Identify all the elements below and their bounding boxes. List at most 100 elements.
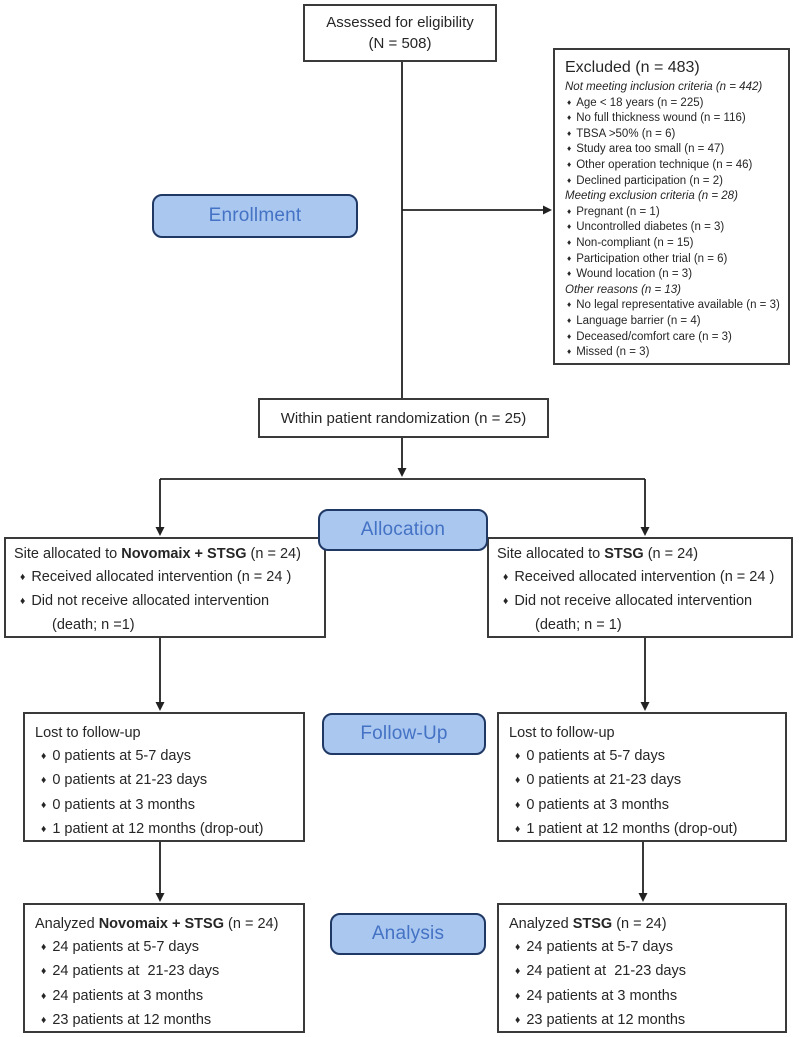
alloc-stsg-bullet-cont: (death; n = 1) — [535, 617, 622, 633]
analysis-novomaix-bullet: ♦23 patients at 12 months — [41, 1012, 212, 1028]
excluded-item: ♦No legal representative available (n = … — [567, 299, 780, 312]
randomization-box: Within patient randomization (n = 25) — [258, 398, 549, 438]
diamond-bullet-icon: ♦ — [41, 799, 47, 811]
excluded-subhead: Other reasons (n = 13) — [565, 283, 682, 296]
alloc-novomaix-bullet-cont: (death; n =1) — [52, 617, 135, 633]
diamond-bullet-icon: ♦ — [567, 347, 572, 357]
allocation-stage-badge: Allocation — [318, 509, 488, 551]
followup-novomaix-title: Lost to follow-up — [35, 725, 141, 741]
analysis-stsg-title: Analyzed STSG (n = 24) — [509, 916, 667, 932]
analysis-stsg-bullet: ♦24 patients at 5-7 days — [515, 938, 674, 955]
followup-novomaix-box: Lost to follow-up ♦0 patients at 5-7 day… — [23, 712, 305, 842]
diamond-bullet-icon: ♦ — [567, 315, 572, 325]
diamond-bullet-icon: ♦ — [567, 144, 572, 154]
excluded-item: ♦Uncontrolled diabetes (n = 3) — [567, 221, 725, 234]
assessed-box: Assessed for eligibility (N = 508) — [303, 4, 497, 62]
diamond-bullet-icon: ♦ — [515, 966, 521, 977]
analysis-novomaix-bullet: ♦24 patients at 5-7 days — [41, 938, 200, 955]
excluded-item: ♦Pregnant (n = 1) — [567, 205, 660, 218]
diamond-bullet-icon: ♦ — [567, 253, 572, 263]
followup-stsg-bullet: ♦0 patients at 3 months — [515, 796, 669, 813]
enrollment-stage-badge: Enrollment — [152, 194, 358, 238]
excluded-item: ♦Declined participation (n = 2) — [567, 174, 723, 187]
excluded-item: ♦Participation other trial (n = 6) — [567, 252, 728, 265]
followup-stsg-title: Lost to follow-up — [509, 725, 615, 741]
analysis-stage-badge: Analysis — [330, 913, 486, 955]
followup-novomaix-bullet: ♦0 patients at 5-7 days — [41, 747, 191, 764]
alloc-stsg-bullet: ♦Received allocated intervention (n = 24… — [503, 569, 775, 585]
diamond-bullet-icon: ♦ — [41, 1015, 47, 1026]
alloc-stsg-bullet: ♦Did not receive allocated intervention — [503, 593, 753, 609]
excluded-item: ♦Other operation technique (n = 46) — [567, 158, 753, 171]
analysis-stsg-bullet: ♦24 patients at 3 months — [515, 987, 678, 1004]
diamond-bullet-icon: ♦ — [41, 750, 47, 762]
followup-stsg-bullet: ♦1 patient at 12 months (drop-out) — [515, 821, 738, 837]
diamond-bullet-icon: ♦ — [515, 799, 521, 811]
excluded-item: ♦No full thickness wound (n = 116) — [567, 112, 746, 125]
diamond-bullet-icon: ♦ — [567, 237, 572, 247]
followup-badge-label: Follow-Up — [360, 723, 448, 744]
diamond-bullet-icon: ♦ — [567, 269, 572, 279]
followup-novomaix-bullet: ♦0 patients at 21-23 days — [41, 772, 208, 788]
diamond-bullet-icon: ♦ — [567, 113, 572, 123]
followup-stsg-bullet: ♦0 patients at 5-7 days — [515, 747, 665, 764]
diamond-bullet-icon: ♦ — [41, 966, 47, 977]
analysis-badge-label: Analysis — [371, 923, 445, 944]
assessed-line2: (N = 508) — [368, 35, 432, 52]
excluded-item: ♦Missed (n = 3) — [567, 346, 650, 359]
diamond-bullet-icon: ♦ — [567, 300, 572, 310]
diamond-bullet-icon: ♦ — [515, 1015, 521, 1026]
excluded-title: Excluded (n = 483) — [565, 59, 700, 76]
diamond-bullet-icon: ♦ — [515, 775, 521, 786]
analysis-novomaix-box: Analyzed Novomaix + STSG (n = 24) ♦24 pa… — [23, 903, 305, 1033]
diamond-bullet-icon: ♦ — [503, 596, 509, 607]
diamond-bullet-icon: ♦ — [515, 750, 521, 762]
excluded-subhead: Not meeting inclusion criteria (n = 442) — [565, 81, 763, 93]
diamond-bullet-icon: ♦ — [567, 222, 572, 232]
diamond-bullet-icon: ♦ — [20, 596, 26, 607]
excluded-item: ♦Age < 18 years (n = 225) — [567, 96, 704, 109]
followup-stsg-box: Lost to follow-up ♦0 patients at 5-7 day… — [497, 712, 787, 842]
followup-novomaix-bullet: ♦1 patient at 12 months (drop-out) — [41, 821, 264, 837]
diamond-bullet-icon: ♦ — [567, 97, 572, 107]
alloc-stsg-box: Site allocated to STSG (n = 24) ♦Receive… — [487, 537, 793, 638]
followup-stage-badge: Follow-Up — [322, 713, 486, 755]
analysis-stsg-bullet: ♦23 patients at 12 months — [515, 1012, 686, 1028]
excluded-item: ♦Language barrier (n = 4) — [567, 314, 701, 327]
alloc-stsg-title: Site allocated to STSG (n = 24) — [497, 546, 699, 562]
diamond-bullet-icon: ♦ — [567, 331, 572, 341]
diamond-bullet-icon: ♦ — [515, 941, 521, 953]
excluded-subhead: Meeting exclusion criteria (n = 28) — [565, 190, 738, 203]
analysis-novomaix-bullet: ♦24 patients at 3 months — [41, 987, 204, 1004]
diamond-bullet-icon: ♦ — [567, 128, 572, 138]
randomization-text: Within patient randomization (n = 25) — [280, 409, 527, 427]
followup-novomaix-bullet: ♦0 patients at 3 months — [41, 796, 195, 813]
diamond-bullet-icon: ♦ — [41, 990, 47, 1002]
excluded-item: ♦Deceased/comfort care (n = 3) — [567, 330, 732, 343]
alloc-novomaix-box: Site allocated to Novomaix + STSG (n = 2… — [4, 537, 326, 638]
alloc-novomaix-bullet: ♦Received allocated intervention (n = 24… — [20, 569, 292, 585]
excluded-item: ♦Non-compliant (n = 15) — [567, 236, 694, 249]
analysis-novomaix-bullet: ♦24 patients at 21-23 days — [41, 963, 220, 979]
analysis-novomaix-title: Analyzed Novomaix + STSG (n = 24) — [35, 916, 279, 932]
diamond-bullet-icon: ♦ — [515, 824, 521, 835]
allocation-badge-label: Allocation — [360, 519, 446, 540]
diamond-bullet-icon: ♦ — [41, 824, 47, 835]
analysis-stsg-box: Analyzed STSG (n = 24) ♦24 patients at 5… — [497, 903, 787, 1033]
alloc-novomaix-bullet: ♦Did not receive allocated intervention — [20, 593, 270, 609]
diamond-bullet-icon: ♦ — [567, 206, 572, 216]
excluded-item: ♦TBSA >50% (n = 6) — [567, 127, 676, 140]
diamond-bullet-icon: ♦ — [515, 990, 521, 1002]
followup-stsg-bullet: ♦0 patients at 21-23 days — [515, 772, 682, 788]
diamond-bullet-icon: ♦ — [41, 775, 47, 786]
analysis-stsg-bullet: ♦24 patient at 21-23 days — [515, 963, 686, 979]
diamond-bullet-icon: ♦ — [20, 572, 26, 583]
diamond-bullet-icon: ♦ — [503, 572, 509, 583]
excluded-item: ♦Study area too small (n = 47) — [567, 143, 725, 156]
excluded-item: ♦Wound location (n = 3) — [567, 268, 693, 281]
enrollment-badge-label: Enrollment — [208, 205, 302, 226]
diamond-bullet-icon: ♦ — [567, 175, 572, 185]
diamond-bullet-icon: ♦ — [41, 941, 47, 953]
